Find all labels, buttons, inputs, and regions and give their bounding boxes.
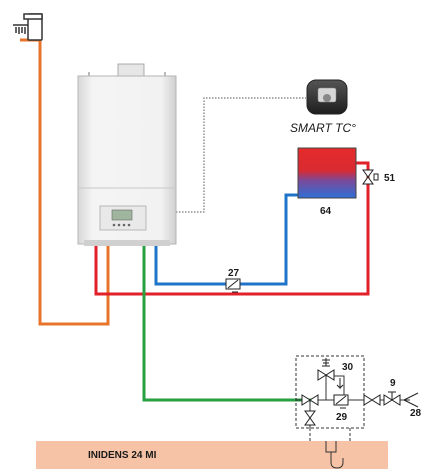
boiler-unit bbox=[77, 63, 177, 246]
valve-51-label: 51 bbox=[384, 173, 396, 184]
drain-trap-icon bbox=[325, 441, 344, 469]
thermostat-signal-cable bbox=[176, 97, 306, 213]
filter-29-label: 29 bbox=[336, 412, 348, 423]
inlet-28-label: 28 bbox=[410, 408, 422, 419]
shower-icon bbox=[13, 13, 43, 41]
valve-30-label: 30 bbox=[342, 362, 354, 373]
floor-band bbox=[36, 441, 388, 469]
valve-51[interactable] bbox=[362, 169, 379, 185]
thermostat-icon[interactable] bbox=[306, 79, 348, 115]
buffer-tank bbox=[297, 147, 357, 199]
cold-water-feed-line bbox=[142, 244, 314, 402]
thermostat-label: SMART TC° bbox=[290, 121, 356, 135]
product-title: INIDENS 24 MI bbox=[88, 450, 157, 461]
isolation-valve-left[interactable] bbox=[301, 394, 319, 426]
filter-29[interactable] bbox=[333, 394, 349, 409]
buffer-tank-label: 64 bbox=[320, 206, 332, 217]
filter-27-label: 27 bbox=[228, 268, 240, 279]
check-valve[interactable] bbox=[363, 394, 381, 406]
inlet-28[interactable] bbox=[403, 392, 419, 408]
heating-return-line bbox=[154, 193, 300, 286]
filter-27[interactable] bbox=[225, 278, 241, 293]
valve-9-label: 9 bbox=[390, 378, 396, 389]
heating-flow-line bbox=[94, 161, 370, 296]
boiler-display-icon bbox=[111, 209, 133, 227]
valve-9[interactable] bbox=[383, 391, 401, 406]
filling-assembly bbox=[295, 355, 365, 441]
valve-30[interactable] bbox=[317, 358, 344, 390]
